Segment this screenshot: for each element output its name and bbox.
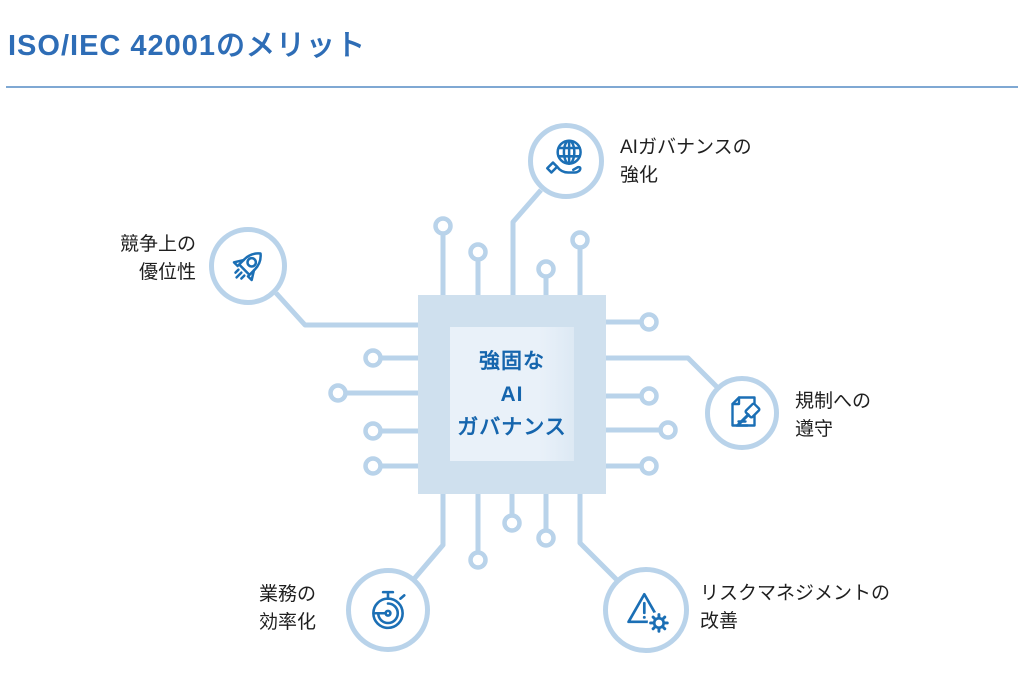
chip-core: 強固な AI ガバナンス bbox=[450, 327, 574, 461]
pin-pad bbox=[502, 513, 522, 533]
label-line: リスクマネジメントの bbox=[700, 583, 891, 604]
connector-left bbox=[274, 291, 418, 328]
node-risk-management-improvement bbox=[603, 567, 689, 653]
label-line: 改善 bbox=[700, 611, 739, 632]
label-line: 規制への bbox=[795, 391, 872, 412]
connector-bottom-left bbox=[412, 494, 446, 581]
pin-pad bbox=[363, 348, 383, 368]
pin-pad bbox=[658, 420, 678, 440]
pin-pad bbox=[639, 386, 659, 406]
node-competitive-advantage bbox=[209, 227, 287, 305]
pin-pad bbox=[363, 421, 383, 441]
label-line: 業務の bbox=[259, 584, 317, 605]
chip-body: 強固な AI ガバナンス bbox=[418, 295, 606, 494]
pin-pad bbox=[433, 216, 453, 236]
chip-title-line: 強固な bbox=[479, 349, 545, 373]
pin-pad bbox=[363, 456, 383, 476]
pin-pad bbox=[639, 456, 659, 476]
label-line: 遵守 bbox=[795, 419, 834, 440]
pin-pad bbox=[536, 259, 556, 279]
pin-pad bbox=[468, 550, 488, 570]
chip-title-line: AI bbox=[500, 382, 524, 406]
page-title: ISO/IEC 42001のメリット bbox=[8, 30, 367, 62]
pin-pad bbox=[468, 242, 488, 262]
label-line: 強化 bbox=[620, 165, 659, 186]
label-competitive-advantage: 競争上の 優位性 bbox=[60, 231, 196, 287]
label-line: 優位性 bbox=[138, 262, 196, 283]
label-regulatory-compliance: 規制への 遵守 bbox=[795, 388, 871, 444]
label-operational-efficiency: 業務の 効率化 bbox=[259, 581, 316, 637]
pin-pad bbox=[328, 383, 348, 403]
rocket-icon bbox=[232, 252, 262, 282]
node-regulatory-compliance bbox=[705, 376, 779, 450]
globe-in-hand-icon bbox=[546, 139, 582, 174]
chip-title: 強固な AI ガバナンス bbox=[457, 345, 567, 444]
connector-top bbox=[510, 188, 543, 295]
label-risk-management-improvement: リスクマネジメントの 改善 bbox=[700, 580, 890, 636]
pin-pad bbox=[639, 312, 659, 332]
connector-bottom-right bbox=[577, 494, 619, 582]
label-line: 効率化 bbox=[259, 612, 317, 633]
title-divider bbox=[6, 86, 1018, 88]
document-gavel-icon bbox=[731, 396, 761, 427]
pin-pad bbox=[536, 528, 556, 548]
warning-gear-icon bbox=[627, 592, 671, 635]
label-line: AIガバナンスの bbox=[620, 137, 752, 158]
node-operational-efficiency bbox=[346, 568, 430, 652]
pin-pad bbox=[570, 230, 590, 250]
chip-title-line: ガバナンス bbox=[457, 415, 567, 439]
node-ai-governance-strengthening bbox=[528, 123, 604, 199]
label-line: 競争上の bbox=[119, 234, 196, 255]
label-ai-governance-strengthening: AIガバナンスの 強化 bbox=[620, 134, 752, 190]
connector-right bbox=[606, 355, 719, 389]
stopwatch-icon bbox=[372, 590, 406, 630]
